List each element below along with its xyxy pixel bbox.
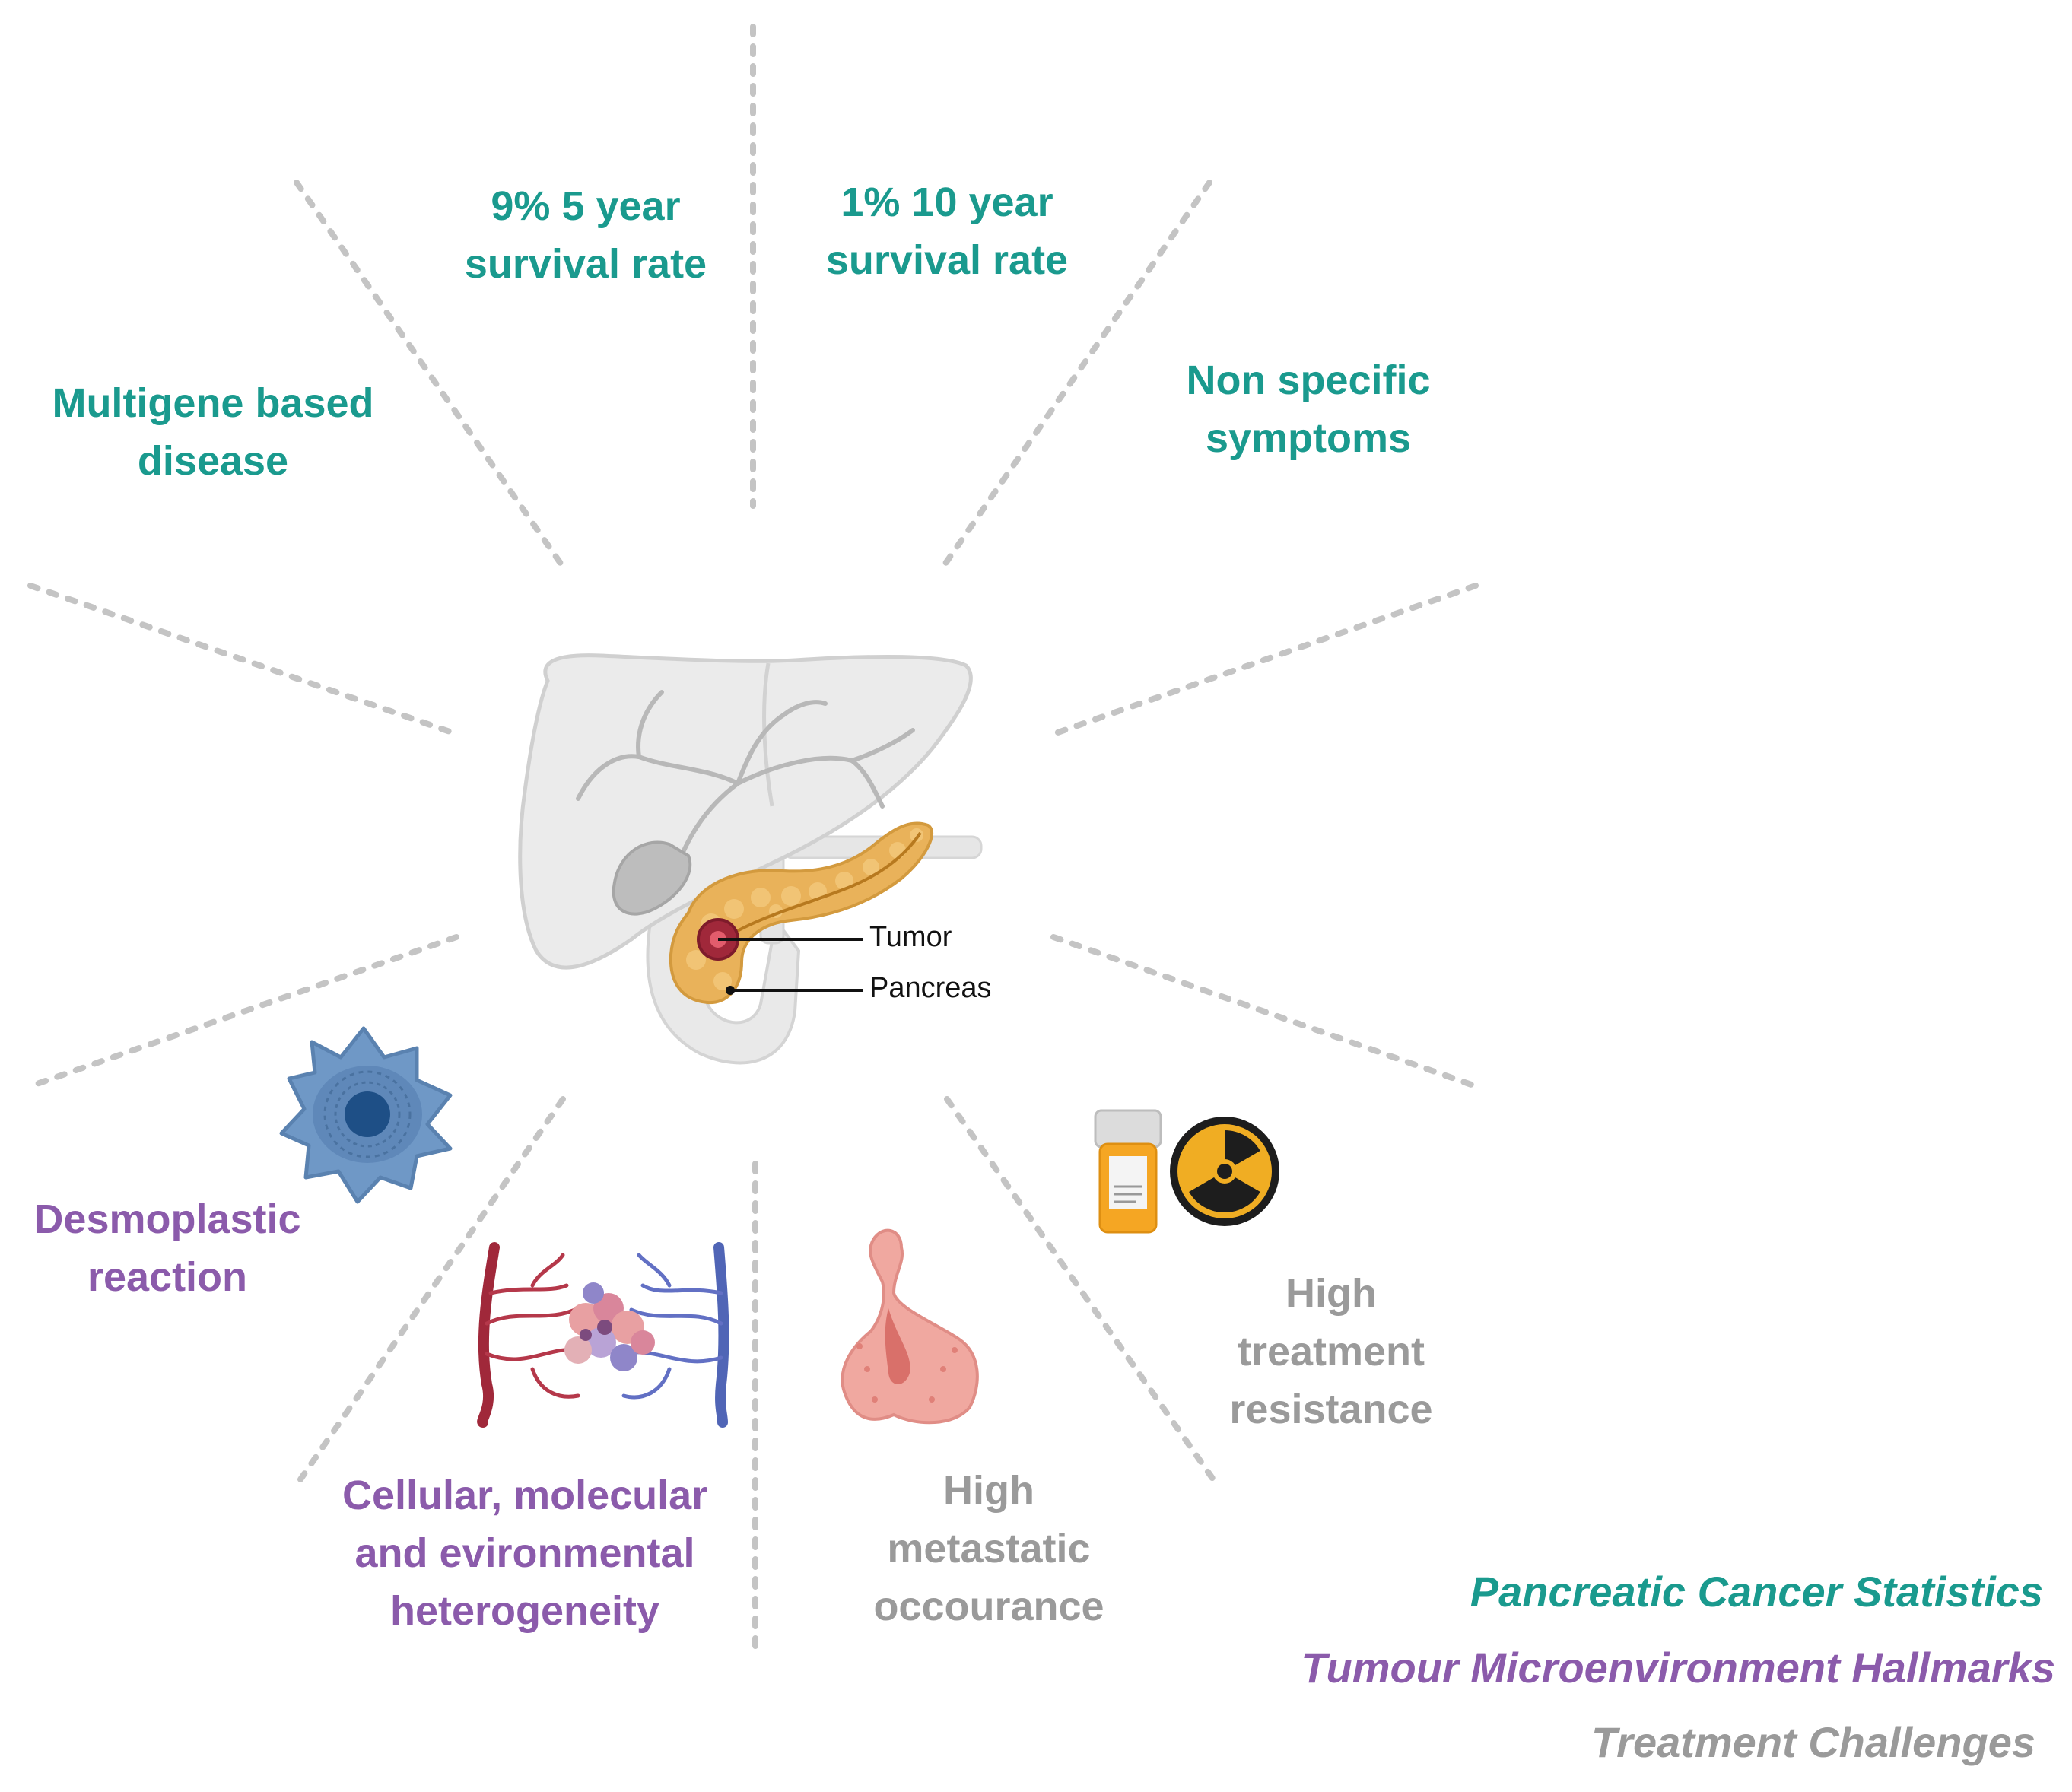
divider-lines bbox=[27, 24, 1479, 1650]
multigene-line2: disease bbox=[137, 438, 289, 484]
pill-bottle-icon bbox=[1094, 1109, 1162, 1234]
ten-year-line1: 1% 10 year bbox=[841, 180, 1053, 225]
ten-year-line2: survival rate bbox=[825, 237, 1069, 283]
radiation-icon bbox=[1170, 1117, 1279, 1226]
label-ten-year-survival: 1% 10 year survival rate bbox=[799, 173, 1095, 289]
metastatic-line2: metastatic bbox=[887, 1526, 1091, 1571]
divider-upper-right bbox=[940, 180, 1212, 570]
divider-left-lower bbox=[27, 934, 459, 1089]
resistance-line1: High bbox=[1285, 1271, 1377, 1317]
legend-statistics: Pancreatic Cancer Statistics bbox=[1470, 1568, 2043, 1616]
liver-pancreas-icon bbox=[518, 653, 983, 1065]
pancreas-label: Pancreas bbox=[869, 972, 992, 1004]
tumor-vasculature-icon bbox=[477, 1242, 729, 1428]
desmoplastic-line2: reaction bbox=[87, 1254, 248, 1300]
desmoplastic-line1: Desmoplastic bbox=[33, 1196, 301, 1242]
label-heterogeneity: Cellular, molecular and evironmental het… bbox=[342, 1466, 707, 1640]
nonspecific-line2: symptoms bbox=[1205, 415, 1412, 461]
gallbladder-shape bbox=[612, 840, 692, 916]
label-five-year-survival: 9% 5 year survival rate bbox=[441, 177, 730, 293]
resistance-line2: treatment bbox=[1237, 1329, 1425, 1374]
nonspecific-line1: Non specific bbox=[1186, 357, 1431, 403]
pancreas-lobules bbox=[686, 828, 923, 990]
legend-hallmarks: Tumour Microenvironment Hallmarks bbox=[1301, 1644, 2055, 1692]
metastatic-line3: occourance bbox=[873, 1584, 1104, 1629]
label-nonspecific-symptoms: Non specific symptoms bbox=[1156, 351, 1460, 467]
metastatic-line1: High bbox=[943, 1468, 1034, 1514]
divider-right-upper bbox=[1050, 583, 1479, 737]
label-desmoplastic-reaction: Desmoplastic reaction bbox=[23, 1190, 312, 1306]
divider-lower-left bbox=[297, 1096, 566, 1482]
legend-challenges: Treatment Challenges bbox=[1591, 1718, 2035, 1766]
divider-lower-right bbox=[944, 1096, 1216, 1482]
metastatic-cell-icon bbox=[841, 1228, 979, 1425]
divider-upper-left bbox=[294, 180, 566, 570]
divider-right-lower bbox=[1050, 934, 1479, 1089]
resistance-line3: resistance bbox=[1229, 1387, 1433, 1432]
heterogeneity-line2: and evironmental bbox=[354, 1530, 695, 1576]
heterogeneity-line1: Cellular, molecular bbox=[342, 1473, 708, 1518]
label-multigene-disease: Multigene based disease bbox=[46, 374, 380, 490]
pancreatic-duct bbox=[710, 831, 922, 948]
multigene-line1: Multigene based bbox=[52, 380, 374, 426]
five-year-line2: survival rate bbox=[464, 241, 707, 287]
label-metastatic-occurrence: High metastatic occourance bbox=[844, 1462, 1133, 1635]
divider-left-upper bbox=[27, 583, 459, 737]
label-treatment-resistance: High treatment resistance bbox=[1187, 1265, 1476, 1438]
tumor-label: Tumor bbox=[869, 921, 952, 953]
bile-duct-tree bbox=[576, 690, 915, 892]
five-year-line1: 9% 5 year bbox=[491, 183, 681, 229]
heterogeneity-line3: heterogeneity bbox=[389, 1588, 660, 1634]
fibroblast-cell-icon bbox=[279, 1026, 453, 1204]
